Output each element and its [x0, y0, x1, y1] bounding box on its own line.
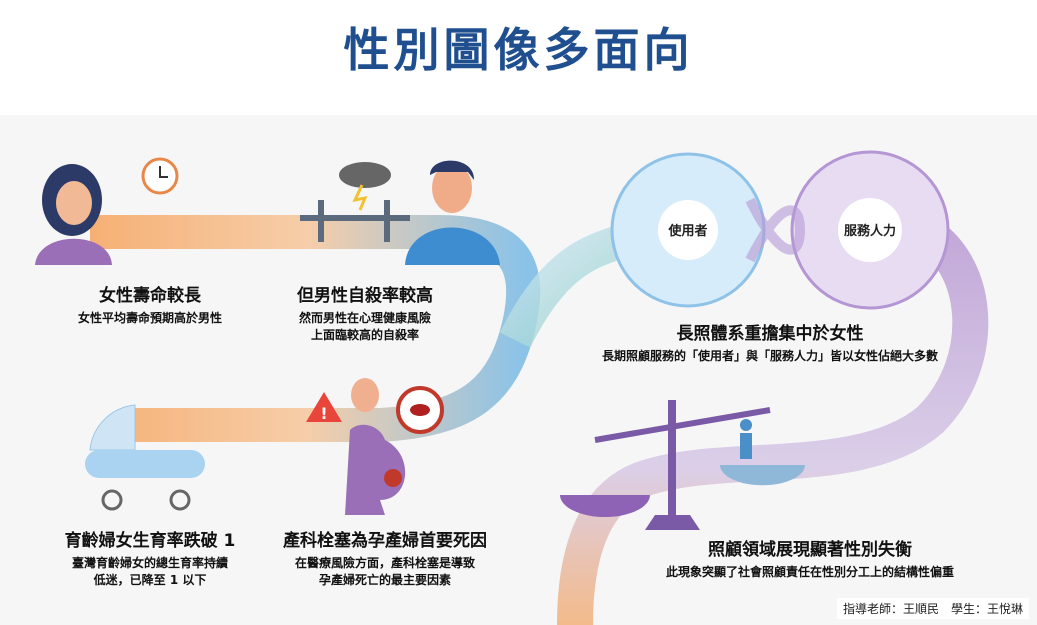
- storm-cloud-icon: [339, 162, 391, 211]
- clock-icon: [141, 157, 179, 195]
- svg-text:!: !: [320, 404, 327, 423]
- man-icon: [405, 160, 500, 265]
- users-circle: 使用者: [610, 152, 766, 308]
- ribbon-right: [557, 213, 989, 625]
- section-care-imbalance: 照顧領域展現顯著性別失衡 此現象突顯了社會照顧責任在性別分工上的結構性偏重: [665, 540, 954, 579]
- users-label: 使用者: [667, 223, 707, 239]
- section-obstetric-embolism: 產科栓塞為孕產婦首要死因 在醫療風險方面，產科栓塞是導致孕產婦死亡的最主要因素: [283, 531, 487, 587]
- stroller-icon: [85, 404, 205, 511]
- pregnant-woman-icon: [345, 378, 406, 515]
- balance-scale-icon: [560, 400, 805, 530]
- section-long-term-care: 長照體系重擔集中於女性 長期照顧服務的「使用者」與「服務人力」皆以女性佔絕大多數: [601, 324, 938, 363]
- workforce-circle: 服務人力: [790, 150, 950, 310]
- workforce-label: 服務人力: [844, 223, 896, 239]
- section-male-suicide: 但男性自殺率較高 然而男性在心理健康風險上面臨較高的自殺率: [297, 286, 433, 342]
- blood-clot-icon: [396, 386, 444, 434]
- section-life-expectancy: 女性壽命較長 女性平均壽命預期高於男性: [77, 286, 222, 325]
- warning-icon: !: [306, 392, 342, 423]
- infinity-link: [745, 197, 806, 263]
- woman-icon: [35, 164, 112, 265]
- page-title: 性別圖像多面向: [343, 23, 694, 77]
- section-fertility: 育齡婦女生育率跌破 1 臺灣育齡婦女的總生育率持續低迷，已降至 1 以下: [64, 531, 236, 587]
- credit-text: 指導老師：王順民 學生：王悅琳: [836, 598, 1029, 619]
- broken-bridge-icon: [300, 200, 410, 242]
